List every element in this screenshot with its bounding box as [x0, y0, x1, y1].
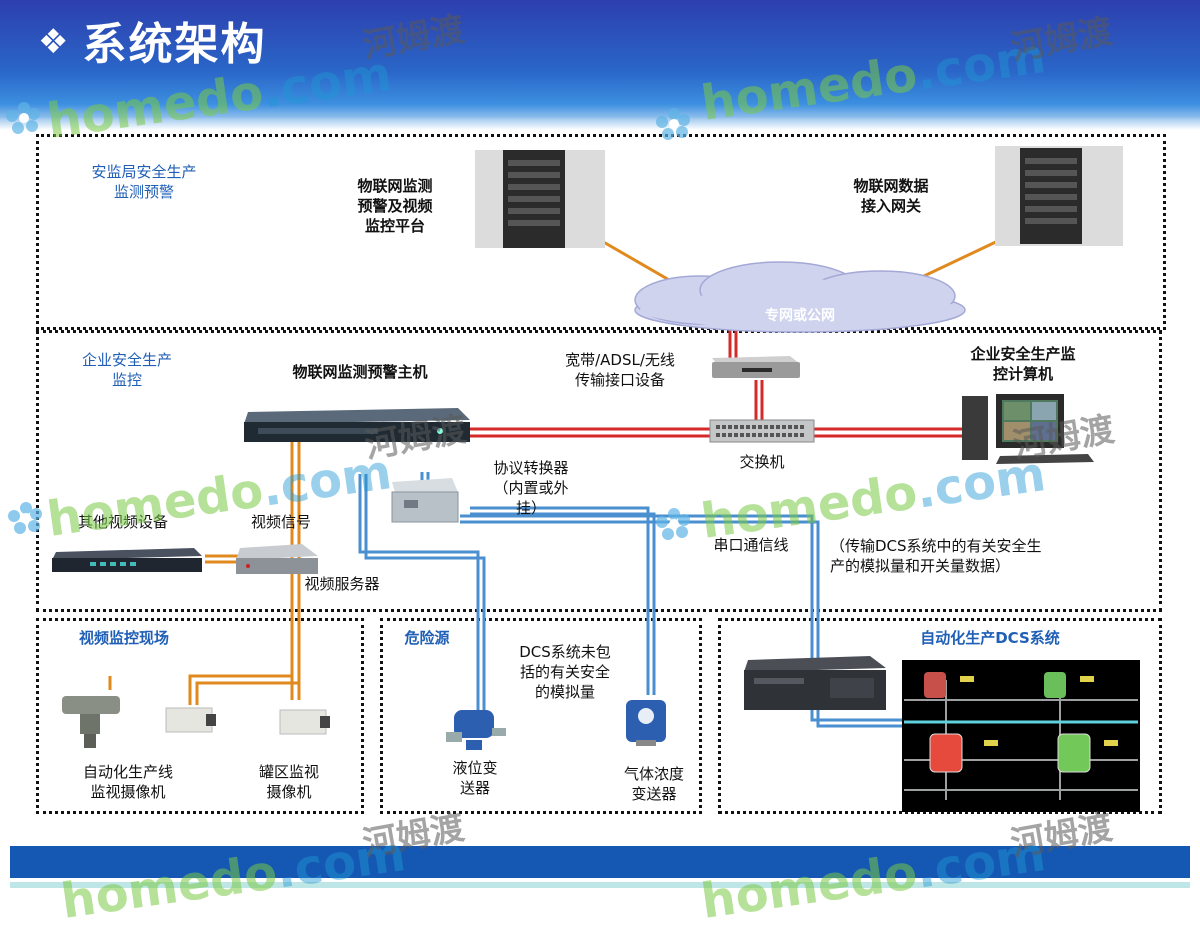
dcs-screen — [902, 660, 1140, 812]
zone-label-enterprise: 企业安全生产 监控 — [81, 351, 172, 389]
label-level-transmitter: 液位变 送器 — [452, 759, 498, 797]
label-protocol-converter: 协议转换器 （内置或外 挂） — [493, 459, 569, 517]
zone-label-safety-bureau: 安监局安全生产 监测预警 — [91, 163, 197, 201]
server-platform-icon — [475, 150, 605, 248]
protocol-converter-icon — [391, 478, 459, 523]
label-broadband: 宽带/ADSL/无线 传输接口设备 — [565, 351, 675, 389]
title-text: 系统架构 — [82, 19, 267, 70]
label-camera-line: 自动化生产线 监视摄像机 — [82, 763, 173, 801]
modem-icon — [712, 356, 800, 378]
camera-line-icon — [165, 707, 216, 733]
gas-transmitter-icon — [626, 700, 666, 746]
label-enterprise-pc: 企业安全生产监 控计算机 — [970, 345, 1076, 383]
link-cloud-broadband — [728, 328, 738, 360]
cloud-icon — [634, 261, 966, 333]
zone-safety-bureau — [36, 134, 1166, 330]
footer-bar — [10, 846, 1190, 878]
link-converter-dcs — [460, 514, 930, 728]
link-broadband-switch — [754, 380, 764, 420]
zone-hazard — [380, 618, 702, 814]
label-camera-tank: 罐区监视 摄像机 — [258, 763, 319, 801]
label-video-signal: 视频信号 — [250, 513, 311, 531]
nvr-device-icon — [52, 548, 202, 572]
label-gas-transmitter: 气体浓度 变送器 — [623, 765, 684, 803]
bullet-icon: ❖ — [38, 22, 71, 62]
video-server-icon — [236, 544, 318, 574]
switch-icon — [709, 419, 815, 443]
zone-label-dcs: 自动化生产DCS系统 — [920, 629, 1060, 647]
label-iot-platform: 物联网监测 预警及视频 监控平台 — [357, 177, 433, 235]
zone-video-site — [36, 618, 364, 814]
zone-dcs — [718, 618, 1162, 814]
header-fade — [0, 118, 1200, 130]
industrial-pc-icon — [744, 656, 886, 710]
footer-line — [10, 882, 1190, 888]
label-other-video: 其他视频设备 — [77, 513, 168, 531]
header-banner — [0, 0, 1200, 130]
label-dcs-not-included: DCS系统未包 括的有关安全 的模拟量 — [519, 643, 611, 701]
zone-label-video-site: 视频监控现场 — [78, 629, 169, 647]
zone-enterprise — [36, 330, 1162, 612]
label-network: 专网或公网 — [765, 308, 835, 324]
label-main-host: 物联网监测预警主机 — [292, 363, 428, 381]
label-iot-gateway: 物联网数据 接入网关 — [853, 177, 929, 215]
label-serial-line: 串口通信线 — [713, 536, 789, 554]
computer-icon — [962, 394, 1094, 464]
connection-lines — [52, 146, 1140, 812]
main-host-icon — [244, 408, 470, 442]
label-dcs-note: （传输DCS系统中的有关安全生 产的模拟量和开关量数据） — [830, 537, 1042, 575]
link-hazard-sensors — [358, 472, 656, 715]
camera-tank-icon — [279, 709, 330, 735]
page-title: ❖ 系统架构 — [38, 8, 266, 72]
label-video-server: 视频服务器 — [304, 575, 380, 593]
zone-label-hazard: 危险源 — [404, 629, 450, 647]
level-transmitter-icon — [446, 710, 506, 750]
label-switch: 交换机 — [739, 453, 785, 471]
ptz-camera-icon — [62, 696, 120, 748]
server-gateway-icon — [995, 146, 1123, 246]
